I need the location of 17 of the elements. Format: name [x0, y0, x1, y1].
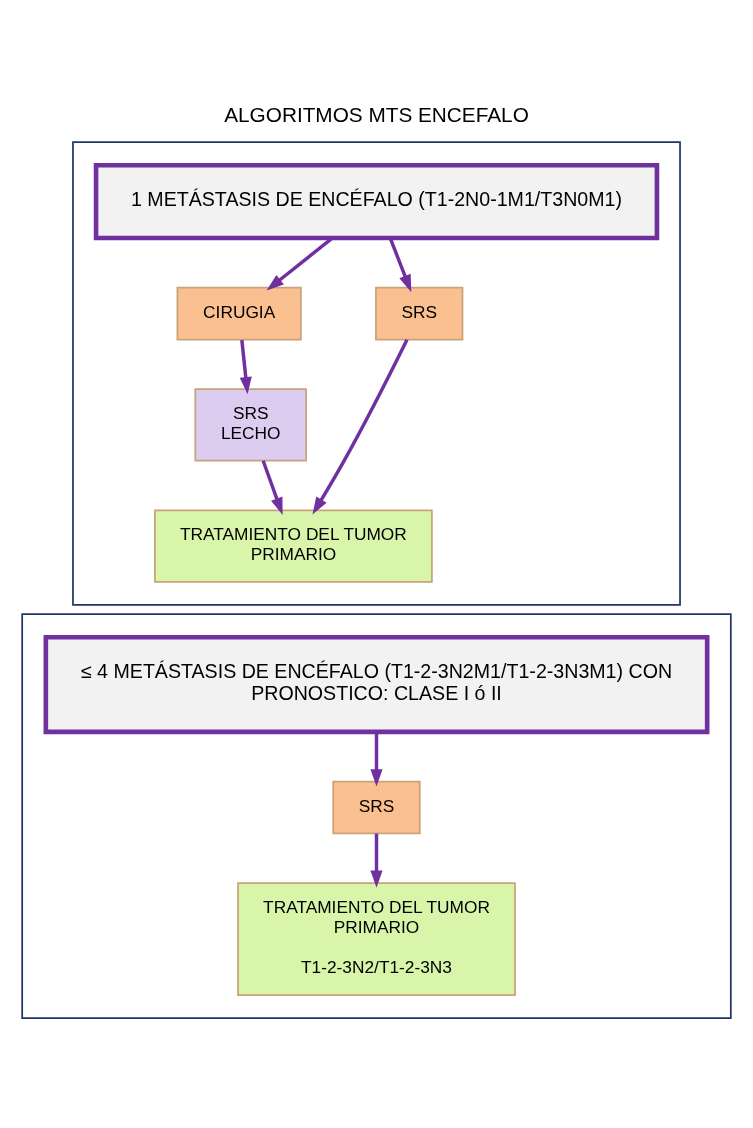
arrow — [239, 339, 252, 395]
cluster — [21, 613, 732, 1019]
arrow — [370, 833, 383, 888]
node-box: SRS LECHO — [194, 388, 307, 462]
node-box: TRATAMIENTO DEL TUMOR PRIMARIO T1-2-3N2/T1-2-3N3 — [237, 882, 516, 996]
node-box: SRS — [332, 780, 421, 835]
arrow — [312, 339, 409, 515]
arrow — [388, 237, 412, 293]
diagram-title: ALGORITMOS MTS ENCEFALO — [224, 102, 529, 126]
cluster — [72, 141, 681, 606]
arrow — [261, 460, 283, 515]
node-box: TRATAMIENTO DEL TUMOR PRIMARIO — [154, 509, 433, 583]
node-box: CIRUGIA — [176, 286, 302, 341]
node-box: SRS — [375, 286, 464, 341]
node-box: 1 METÁSTASIS DE ENCÉFALO (T1-2N0-1M1/T3N0M1) — [93, 162, 660, 241]
arrow — [370, 732, 383, 787]
node-box: ≤ 4 METÁSTASIS DE ENCÉFALO (T1-2-3N2M1/T1-2-3N3M1) CON PRONOSTICO: CLASE I ó II — [43, 635, 710, 735]
